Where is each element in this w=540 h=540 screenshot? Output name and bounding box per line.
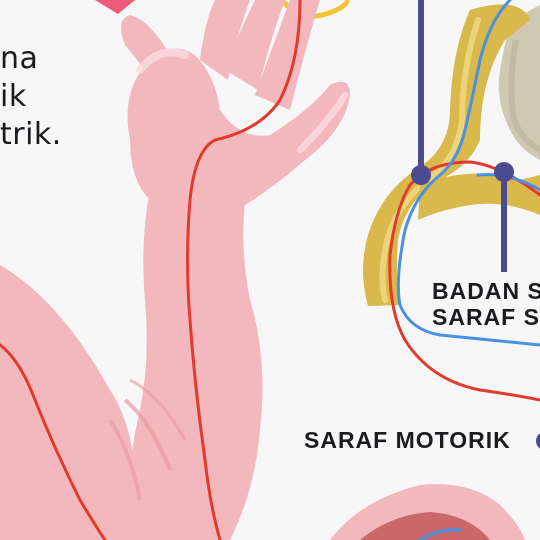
indicator-dot-motor [536,433,540,449]
motor-nerve-arm-line [0,343,107,540]
motor-nerve-label: SARAF MOTORIK [304,427,511,453]
indicator-dot-cell-body [494,162,514,182]
palm [127,48,350,205]
cell-body-label-line-1: BADAN S [432,278,540,304]
intro-line-1: na [0,41,39,76]
vertebra [498,5,540,160]
pointer-arrow [95,0,135,14]
motor-nerve-line [186,0,302,540]
finger-index [200,0,250,80]
cell-body-label-line-2: SARAF S [432,304,540,330]
intro-text: na ik trik. [0,40,62,154]
spinal-cord-segment [363,4,530,306]
upper-arm [0,265,150,540]
finger-pinky [121,15,172,95]
sensory-nerve-line [396,0,540,347]
finger-middle [225,0,285,90]
indicator-dot-upper [411,165,431,185]
intro-line-2: ik [0,79,27,114]
lower-body [330,484,525,540]
motor-nerve-spine-line [388,160,540,402]
finger-ring [255,0,320,110]
cell-body-label: BADAN S SARAF S [432,278,540,330]
forearm [128,190,263,540]
intro-line-3: trik. [0,117,62,152]
